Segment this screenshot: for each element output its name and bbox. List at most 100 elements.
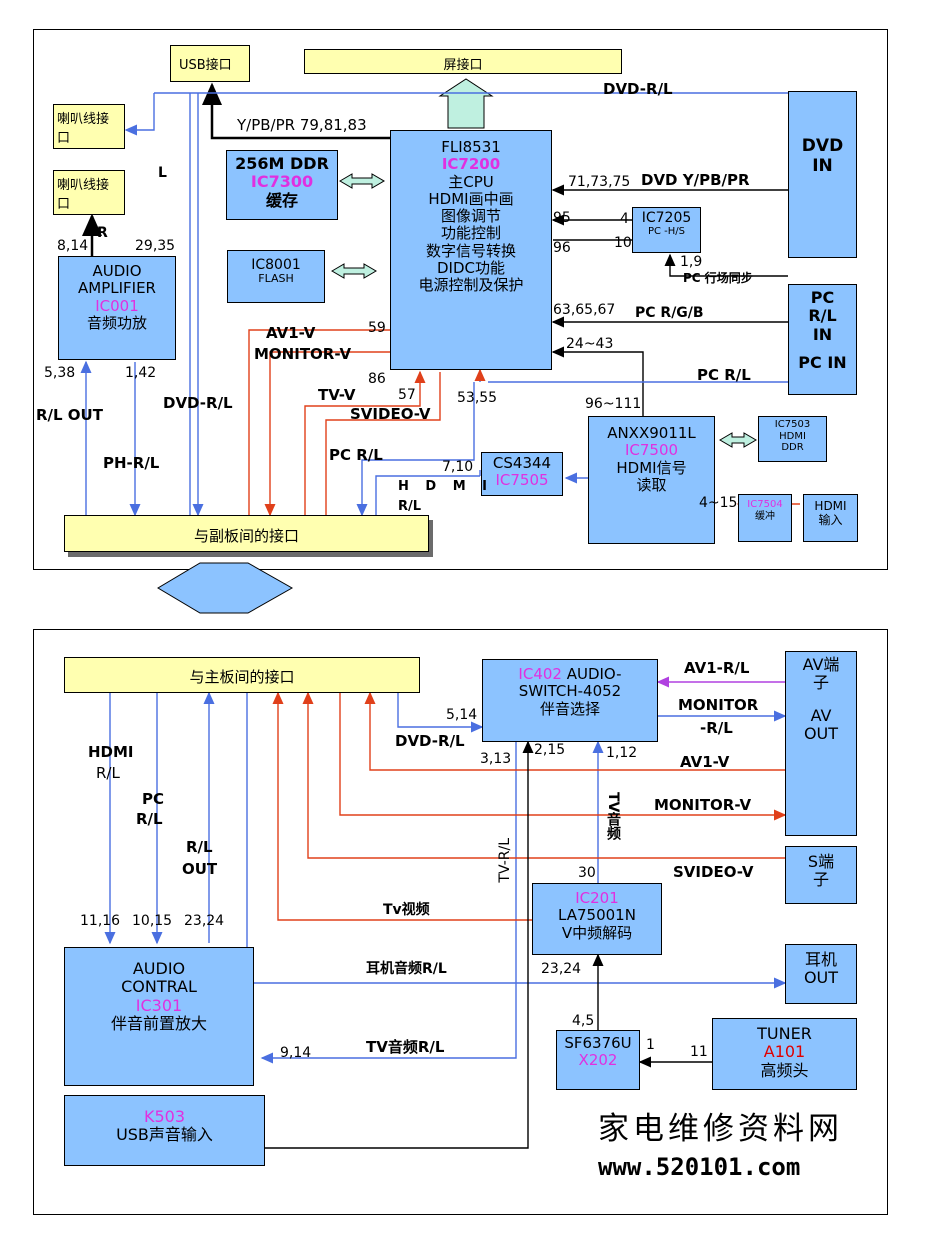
label-pc-rl: R/L (136, 810, 163, 828)
av-line2: 子 (812, 673, 829, 693)
usb-port-connector: USB接口 (170, 45, 250, 82)
label-dvd-rl-top: DVD-R/L (603, 80, 673, 98)
ic7504-label: 缓冲 (755, 510, 775, 522)
label-1-9: 1,9 (680, 254, 703, 270)
label-1-12: 1,12 (606, 745, 638, 761)
label-11-16: 11,16 (80, 913, 121, 929)
av-line4: OUT (803, 724, 839, 744)
dvd-in-line1: DVD (801, 136, 844, 156)
ic402-ic: IC402 (518, 665, 562, 683)
av-line3: AV (810, 705, 832, 725)
label-2-15: 2,15 (534, 742, 566, 758)
cpu-line7: 数字信号转换 (425, 241, 516, 260)
ic201-label: V中频解码 (561, 923, 633, 942)
av-port-block: AV端 子 AV OUT (785, 651, 857, 836)
ic7503-line2: HDMI (779, 430, 806, 442)
cpu-model: FLI8531 (441, 138, 501, 156)
watermark-url: www.520101.com (598, 1153, 801, 1181)
ic402-block: IC402 AUDIO- SWITCH-4052 伴音选择 (482, 659, 658, 742)
label-1: 1 (646, 1037, 655, 1053)
k503-block: K503 USB声音输入 (64, 1095, 265, 1166)
label-av1-v-top: AV1-V (266, 324, 316, 342)
cs4344-ic: IC7505 (495, 471, 549, 490)
ic402-line1: AUDIO- (561, 665, 622, 683)
sf-model: SF6376U (564, 1034, 632, 1052)
label-636567: 63,65,67 (553, 302, 616, 318)
ic402-line3: 伴音选择 (539, 699, 600, 718)
label-l: L (158, 165, 167, 181)
anx-ic: IC7500 (624, 441, 679, 460)
label-9-14: 9,14 (280, 1045, 312, 1061)
ic301-block: AUDIO CONTRAL IC301 伴音前置放大 (64, 947, 254, 1086)
label-8-14: 8,14 (57, 238, 89, 254)
ic7504-block: IC7504 缓冲 (738, 494, 792, 542)
label-95: 95 (553, 210, 571, 226)
ic7504-ic: IC7504 (747, 499, 783, 510)
cpu-line9: 电源控制及保护 (418, 276, 524, 294)
label-rl-out-2: OUT (182, 860, 218, 878)
label-4-15: 4~15 (699, 495, 738, 511)
label-av1-v-bottom: AV1-V (680, 753, 730, 771)
anx9011-block: ANXX9011L IC7500 HDMI信号 读取 (588, 416, 715, 544)
ic301-line4: 伴音前置放大 (110, 1014, 207, 1034)
label-7-10: 7,10 (442, 459, 474, 475)
cpu-line4: HDMI画中画 (428, 189, 514, 208)
label-tv-video: Tv视频 (383, 902, 430, 918)
cpu-block: FLI8531 IC7200 主CPU HDMI画中画 图像调节 功能控制 数字… (390, 130, 552, 370)
cpu-line8: DIDC功能 (437, 258, 505, 277)
label-29-35: 29,35 (135, 238, 176, 254)
label-ypbpr: Y/PB/PR 79,81,83 (237, 116, 367, 134)
label-23-24-b: 23,24 (541, 961, 582, 977)
label-pc-rl-right: PC R/L (697, 366, 751, 384)
label-ph-rl: PH-R/L (103, 454, 160, 472)
cpu-line3: 主CPU (448, 172, 494, 191)
ddr-label: 缓存 (265, 190, 298, 210)
board-link-arrow (157, 562, 294, 614)
amp-line2: AMPLIFIER (78, 279, 156, 298)
ic201-ic: IC201 (575, 889, 619, 907)
label-10-15: 10,15 (132, 913, 173, 929)
label-monitor-rl-1: MONITOR (678, 696, 759, 714)
label-pc: PC (142, 790, 165, 808)
ic201-block: IC201 LA75001N V中频解码 (532, 883, 662, 955)
label-11: 11 (690, 1044, 708, 1060)
anx-line4: 读取 (636, 475, 667, 494)
hdmi-input-line2: 输入 (818, 512, 843, 527)
label-hdmi-rl: R/L (96, 764, 120, 782)
label-30: 30 (578, 865, 596, 881)
s-port-block: S端 子 (785, 846, 857, 904)
main-board-interface: 与主板间的接口 (64, 657, 420, 693)
label-5-38: 5,38 (44, 365, 76, 381)
s-line2: 子 (812, 870, 829, 890)
cpu-line5: 图像调节 (440, 207, 501, 225)
flash-label: FLASH (258, 272, 294, 286)
hdmi-input-block: HDMI 输入 (803, 494, 858, 542)
label-rl-out: R/L OUT (36, 406, 103, 424)
sub-board-interface: 与副板间的接口 (64, 515, 429, 552)
label-717375: 71,73,75 (568, 174, 631, 190)
ic301-line2: CONTRAL (121, 977, 197, 997)
label-av1-rl: AV1-R/L (684, 659, 750, 677)
cs4344-block: CS4344 IC7505 (481, 452, 563, 496)
ddr-size: 256M DDR (235, 154, 329, 173)
earphone-line1: 耳机 (804, 950, 837, 969)
speaker-connector-2: 喇叭线接口 (53, 170, 125, 215)
label-4: 4 (620, 211, 629, 227)
pc-in-line3: IN (812, 324, 833, 344)
label-dvd-rl-bottom: DVD-R/L (395, 732, 465, 750)
label-dvd-ypbpr: DVD Y/PB/PR (641, 171, 750, 189)
label-earphone-rl: 耳机音频R/L (366, 961, 447, 977)
label-svideo-v-top: SVIDEO-V (350, 405, 431, 423)
audio-amplifier-block: AUDIO AMPLIFIER IC001 音频功放 (58, 256, 176, 360)
label-57: 57 (398, 387, 416, 403)
tuner-line3: 高频头 (760, 1060, 809, 1080)
label-tv-v-top: TV-V (318, 386, 356, 404)
ic301-line1: AUDIO (132, 959, 186, 978)
hdmi-input-line1: HDMI (814, 499, 847, 513)
tuner-block: TUNER A101 高频头 (712, 1018, 857, 1090)
ic402-line2: SWITCH-4052 (518, 682, 622, 701)
ic7205-label: PC -H/S (647, 226, 686, 238)
pc-in-line2: R/L (808, 306, 837, 326)
label-5-14: 5,14 (446, 707, 478, 723)
